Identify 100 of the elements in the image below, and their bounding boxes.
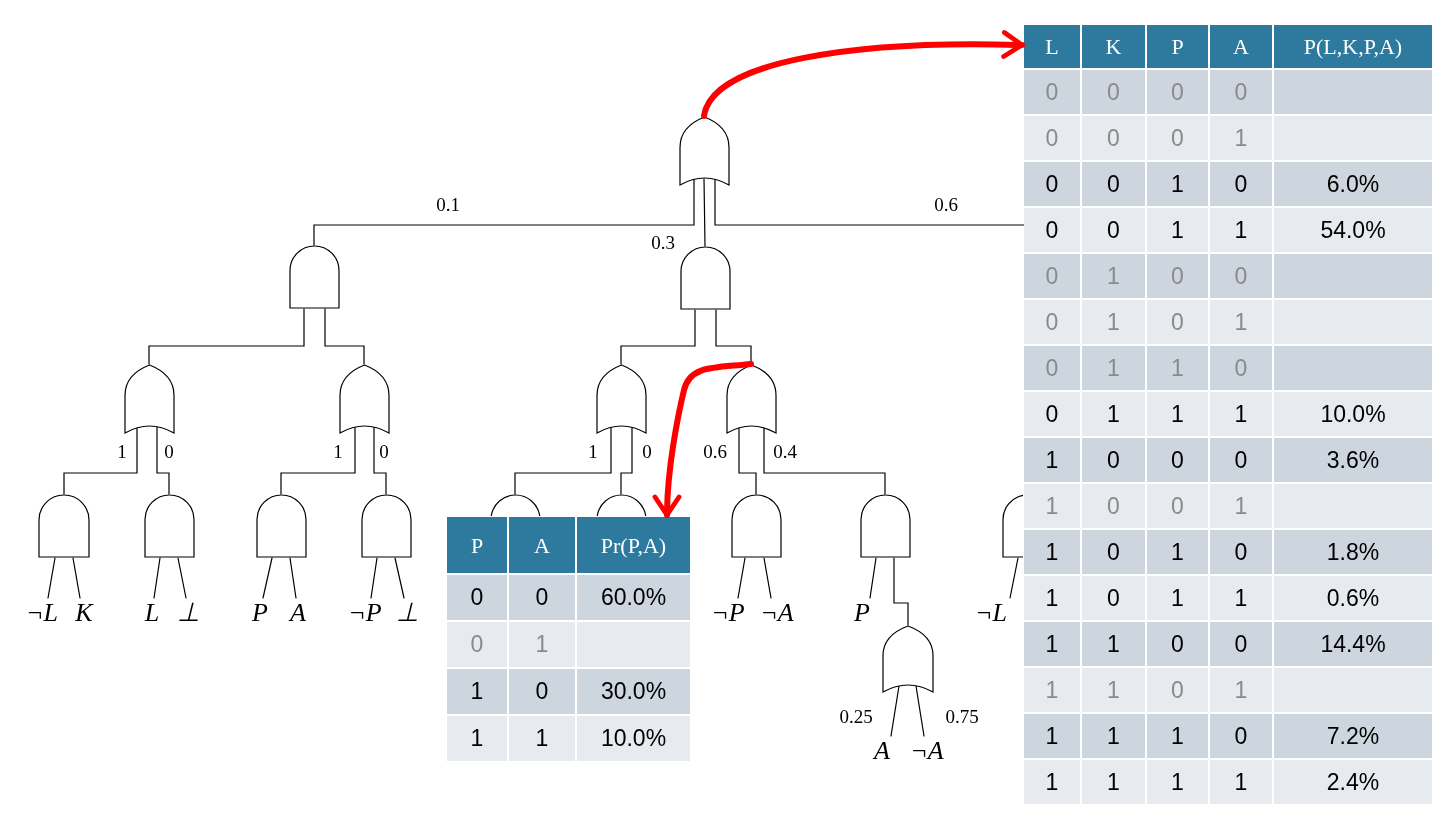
table-cell: 1 (1147, 576, 1208, 620)
table-cell: 1 (1210, 208, 1272, 252)
and-gate (360, 494, 412, 558)
header-cell: K (1082, 25, 1145, 68)
table-cell: 1 (509, 716, 575, 761)
table-cell: 60.0% (577, 575, 690, 620)
variable-label: ¬L (26, 598, 58, 628)
table-cell: 0 (1082, 162, 1145, 206)
table-cell: 0 (1147, 622, 1208, 666)
or-gate (882, 625, 934, 693)
table-cell: 0 (1147, 668, 1208, 712)
or-gate (595, 364, 647, 434)
table-cell: 10.0% (577, 716, 690, 761)
wire (177, 557, 187, 599)
and-gate (143, 494, 195, 558)
table-cell: 3.6% (1274, 438, 1432, 482)
variable-label: A (874, 736, 890, 766)
table-cell: 0 (509, 575, 575, 620)
and-gate (255, 494, 307, 558)
table-cell: 0 (1082, 208, 1145, 252)
weight-label: 0.1 (436, 194, 460, 216)
wire (620, 309, 696, 365)
variable-label: ¬A (910, 736, 944, 766)
table-cell: 1.8% (1274, 530, 1432, 574)
table-cell: 1 (1082, 346, 1145, 390)
table-cell: 1 (1082, 622, 1145, 666)
wire (63, 426, 138, 495)
table-cell: 1 (1210, 116, 1272, 160)
table-cell: 1 (1147, 208, 1208, 252)
and-gate (288, 245, 340, 309)
wire (313, 178, 695, 246)
header-cell: P (1147, 25, 1208, 68)
wire (280, 426, 356, 495)
arrow (652, 361, 754, 518)
wire (915, 685, 925, 737)
table-cell: 0 (1082, 576, 1145, 620)
table-cell: 0 (1147, 484, 1208, 528)
weight-label: 0 (642, 441, 652, 463)
table-cell: 1 (509, 622, 575, 667)
table-cell: 0.6% (1274, 576, 1432, 620)
wire (737, 557, 746, 599)
table-cell: 0 (1024, 116, 1080, 160)
wire (156, 426, 170, 495)
table-cell: 0 (1024, 208, 1080, 252)
table-cell: 0 (1082, 70, 1145, 114)
weight-label: 0.75 (945, 706, 979, 728)
and-gate (730, 494, 782, 558)
table-cell: 0 (1210, 622, 1272, 666)
variable-label: A (290, 598, 306, 628)
or-gate (123, 364, 175, 434)
wire (153, 557, 161, 599)
wire (714, 178, 1025, 226)
table-cell: 0 (1082, 530, 1145, 574)
wire (262, 557, 273, 599)
variable-label: ⊥ (395, 598, 419, 628)
weight-label: 1 (333, 441, 343, 463)
variable-label: ¬P (711, 598, 745, 628)
table-cell: 0 (1082, 484, 1145, 528)
table-cell: 1 (1024, 622, 1080, 666)
table-cell: 1 (1082, 714, 1145, 758)
table-cell: 6.0% (1274, 162, 1432, 206)
arrow (701, 30, 1025, 119)
table-cell: 1 (1147, 760, 1208, 804)
wire (289, 557, 297, 599)
wire (890, 685, 900, 737)
table-cell: 0 (1082, 438, 1145, 482)
table-cell: 0 (1024, 346, 1080, 390)
table-cell: 54.0% (1274, 208, 1432, 252)
header-cell: P(L,K,P,A) (1274, 25, 1432, 68)
weight-label: 1 (588, 441, 598, 463)
or-gate (725, 364, 777, 434)
weight-label: 0.25 (839, 706, 873, 728)
and-gate (1001, 494, 1023, 558)
table-cell: 0 (509, 669, 575, 714)
weight-label: 0 (164, 441, 174, 463)
wire (148, 308, 305, 365)
table-cell: 1 (1147, 346, 1208, 390)
wire (514, 426, 612, 495)
and-gate (489, 494, 541, 516)
wire (703, 178, 706, 247)
table-cell: 0 (1210, 346, 1272, 390)
variable-label: P (252, 598, 268, 628)
table-cell: 1 (1082, 760, 1145, 804)
variable-label: ¬A (760, 598, 794, 628)
table-cell: 1 (447, 669, 507, 714)
or-gate (338, 364, 390, 434)
table-cell: 0 (447, 622, 507, 667)
table-cell: 0 (1210, 162, 1272, 206)
wire (869, 557, 877, 599)
table-cell: 0 (1082, 116, 1145, 160)
table-cell: 0 (1210, 438, 1272, 482)
table-cell: 2.4% (1274, 760, 1432, 804)
table-cell: 1 (1024, 668, 1080, 712)
wire (763, 426, 886, 495)
variable-label: ¬P (348, 598, 382, 628)
table-cell: 1 (1082, 300, 1145, 344)
wire (47, 557, 56, 599)
variable-label: K (75, 598, 93, 628)
wire (72, 557, 81, 599)
table-cell: 30.0% (577, 669, 690, 714)
